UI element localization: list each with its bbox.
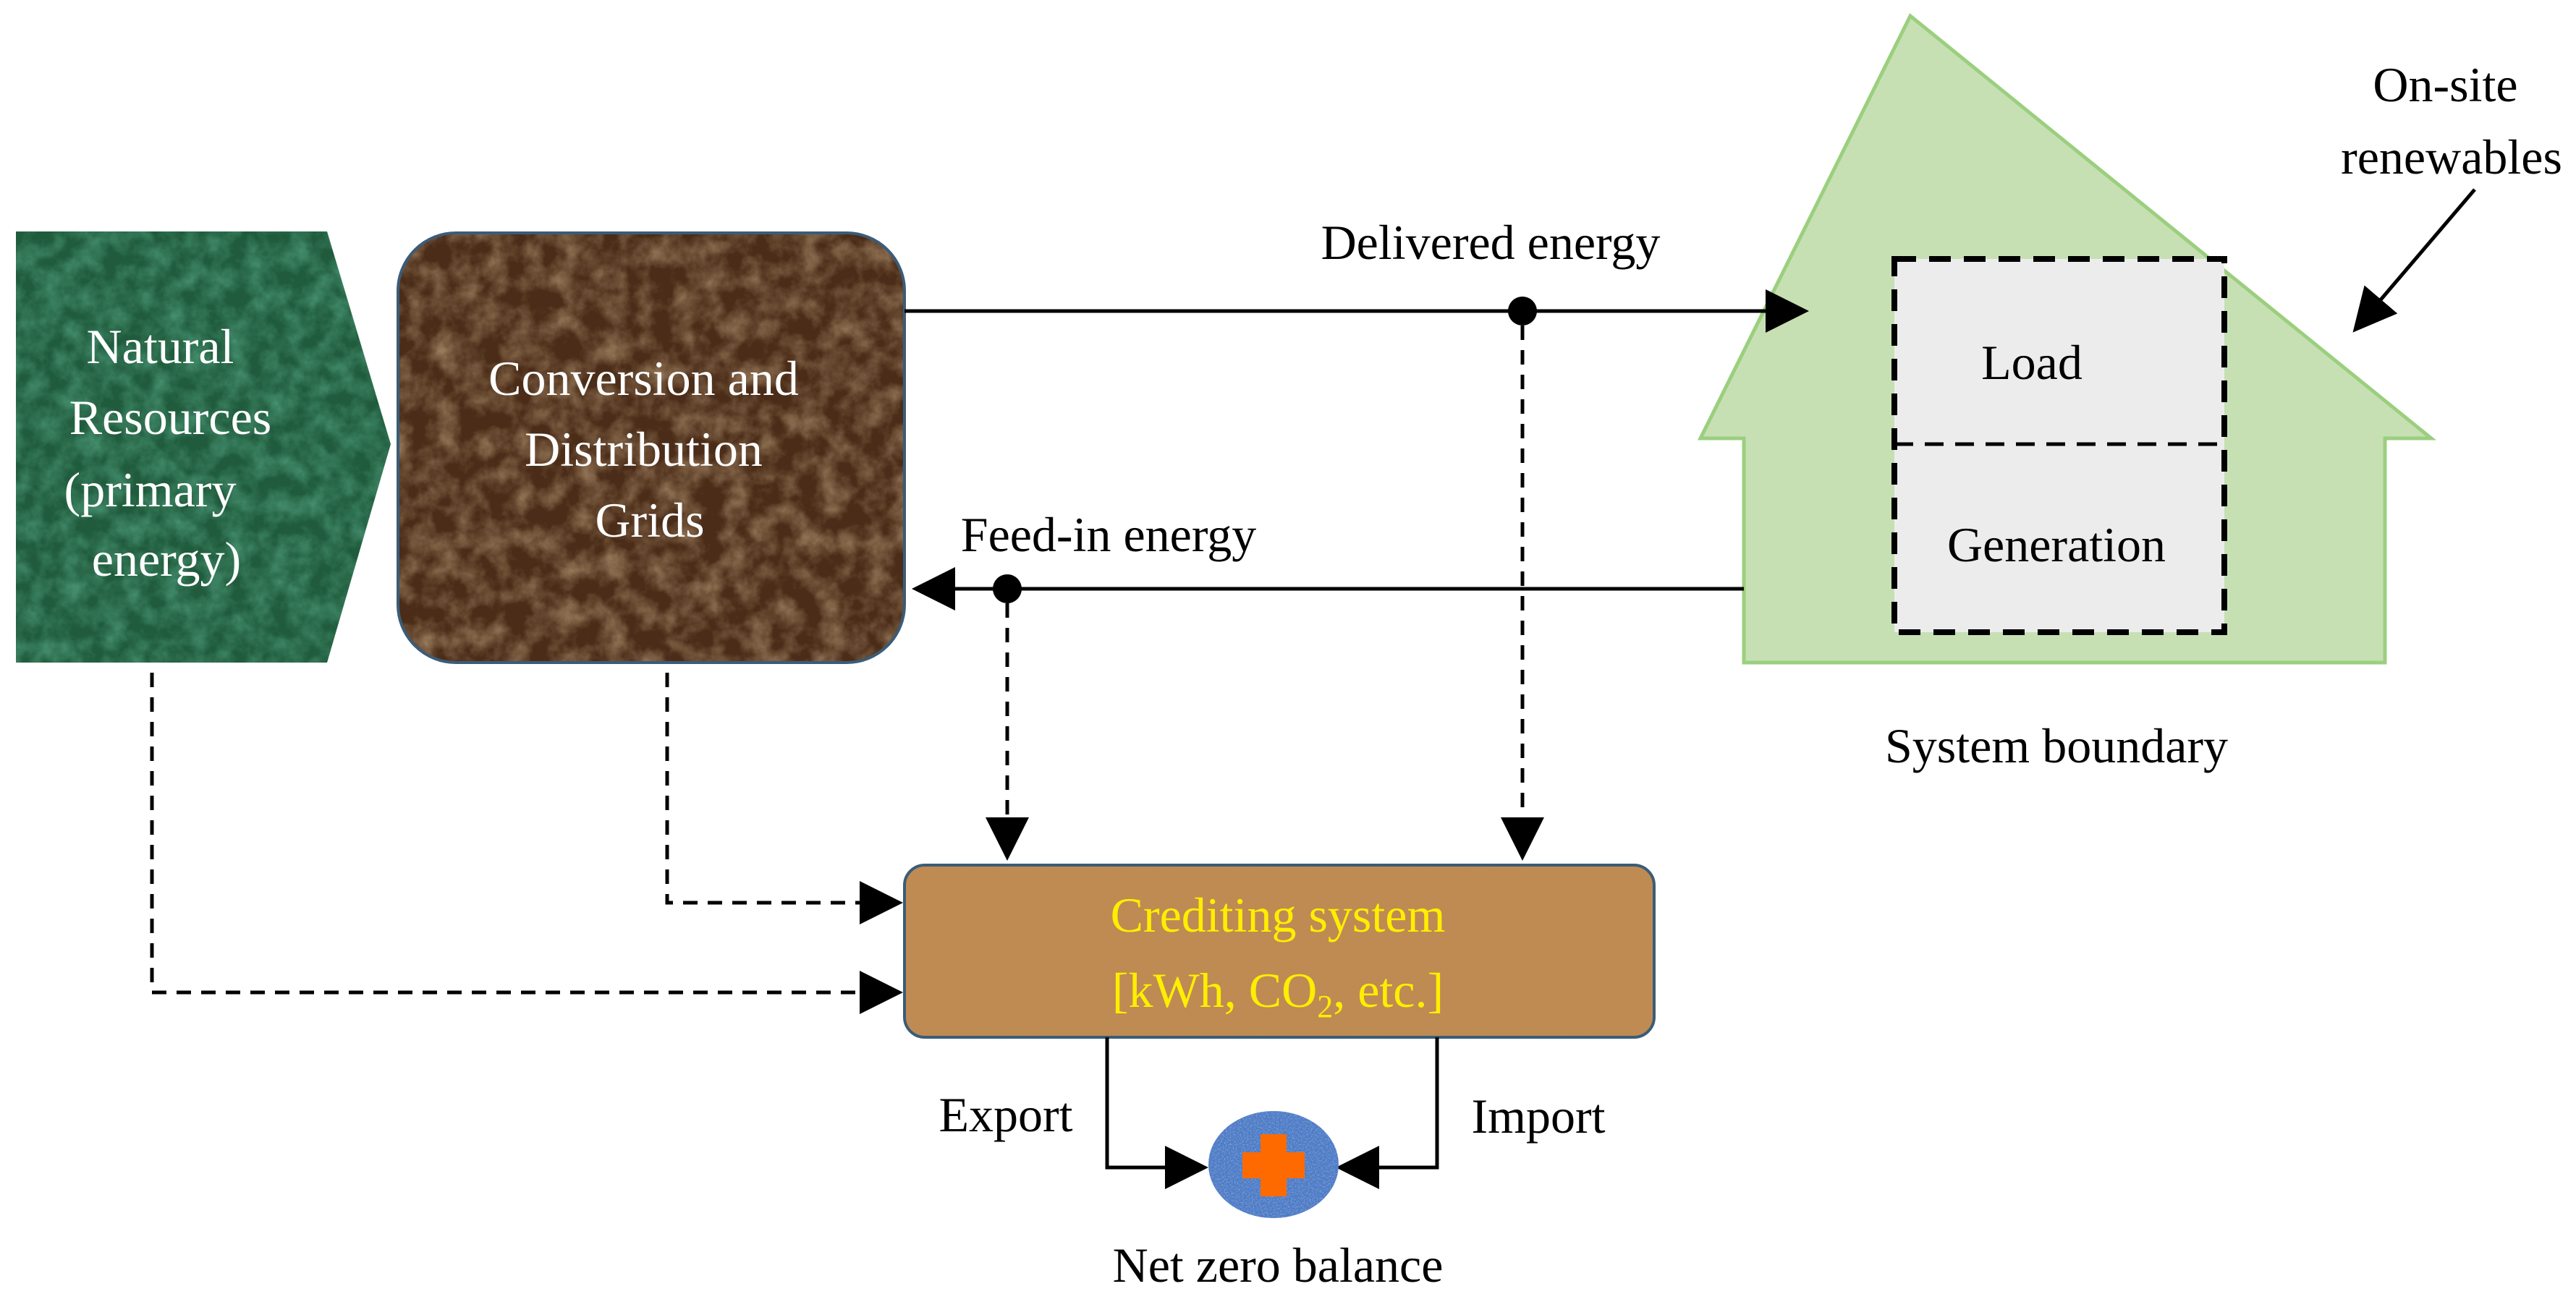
natural-to-crediting-dashed — [150, 673, 903, 1014]
natural-resources-label: Natural Resources (primary energy) — [64, 319, 284, 587]
natural-resources-line: Natural — [87, 319, 234, 374]
system-boundary-label: System boundary — [1885, 718, 2228, 773]
conversion-grids-line: Distribution — [525, 422, 763, 477]
crediting-system-title: Crediting system — [1111, 888, 1446, 943]
crediting-units-prefix: [kWh, CO — [1112, 963, 1317, 1018]
export-label: Export — [939, 1087, 1072, 1142]
net-zero-balance-label: Net zero balance — [1113, 1238, 1444, 1293]
natural-resources-line: (primary — [64, 462, 237, 517]
crediting-units-subscript: 2 — [1317, 989, 1333, 1024]
natural-resources-line: energy) — [92, 532, 241, 587]
feed-in-energy-label: Feed-in energy — [961, 507, 1257, 562]
delivered-energy-label: Delivered energy — [1321, 215, 1661, 270]
export-arrow — [1105, 1037, 1208, 1189]
onsite-line1: On-site — [2373, 57, 2517, 112]
net-zero-plus-icon — [1208, 1111, 1339, 1218]
feed-in-energy-node — [993, 574, 1022, 603]
delivered-energy-node — [1508, 297, 1537, 326]
onsite-pointer-arrow — [2352, 188, 2476, 333]
import-label: Import — [1471, 1089, 1605, 1144]
conversion-grids-line: Conversion and — [488, 351, 799, 406]
generation-label: Generation — [1947, 517, 2166, 572]
load-label: Load — [1981, 335, 2083, 390]
crediting-system-units: [kWh, CO2, etc.] — [1112, 963, 1444, 1024]
natural-resources-line: Resources — [69, 390, 271, 445]
conversion-to-crediting-dashed — [665, 673, 903, 924]
crediting-units-suffix: , etc.] — [1333, 963, 1444, 1018]
natural-resources-shape — [16, 231, 391, 663]
onsite-line2: renewables — [2341, 129, 2562, 184]
import-arrow — [1336, 1037, 1439, 1189]
crediting-system-box — [903, 864, 1656, 1039]
onsite-renewables-label: On-site renewables — [2341, 57, 2562, 184]
conversion-grids-box — [397, 231, 906, 664]
conversion-grids-line: Grids — [595, 493, 704, 548]
conversion-grids-label: Conversion and Distribution Grids — [488, 351, 811, 548]
